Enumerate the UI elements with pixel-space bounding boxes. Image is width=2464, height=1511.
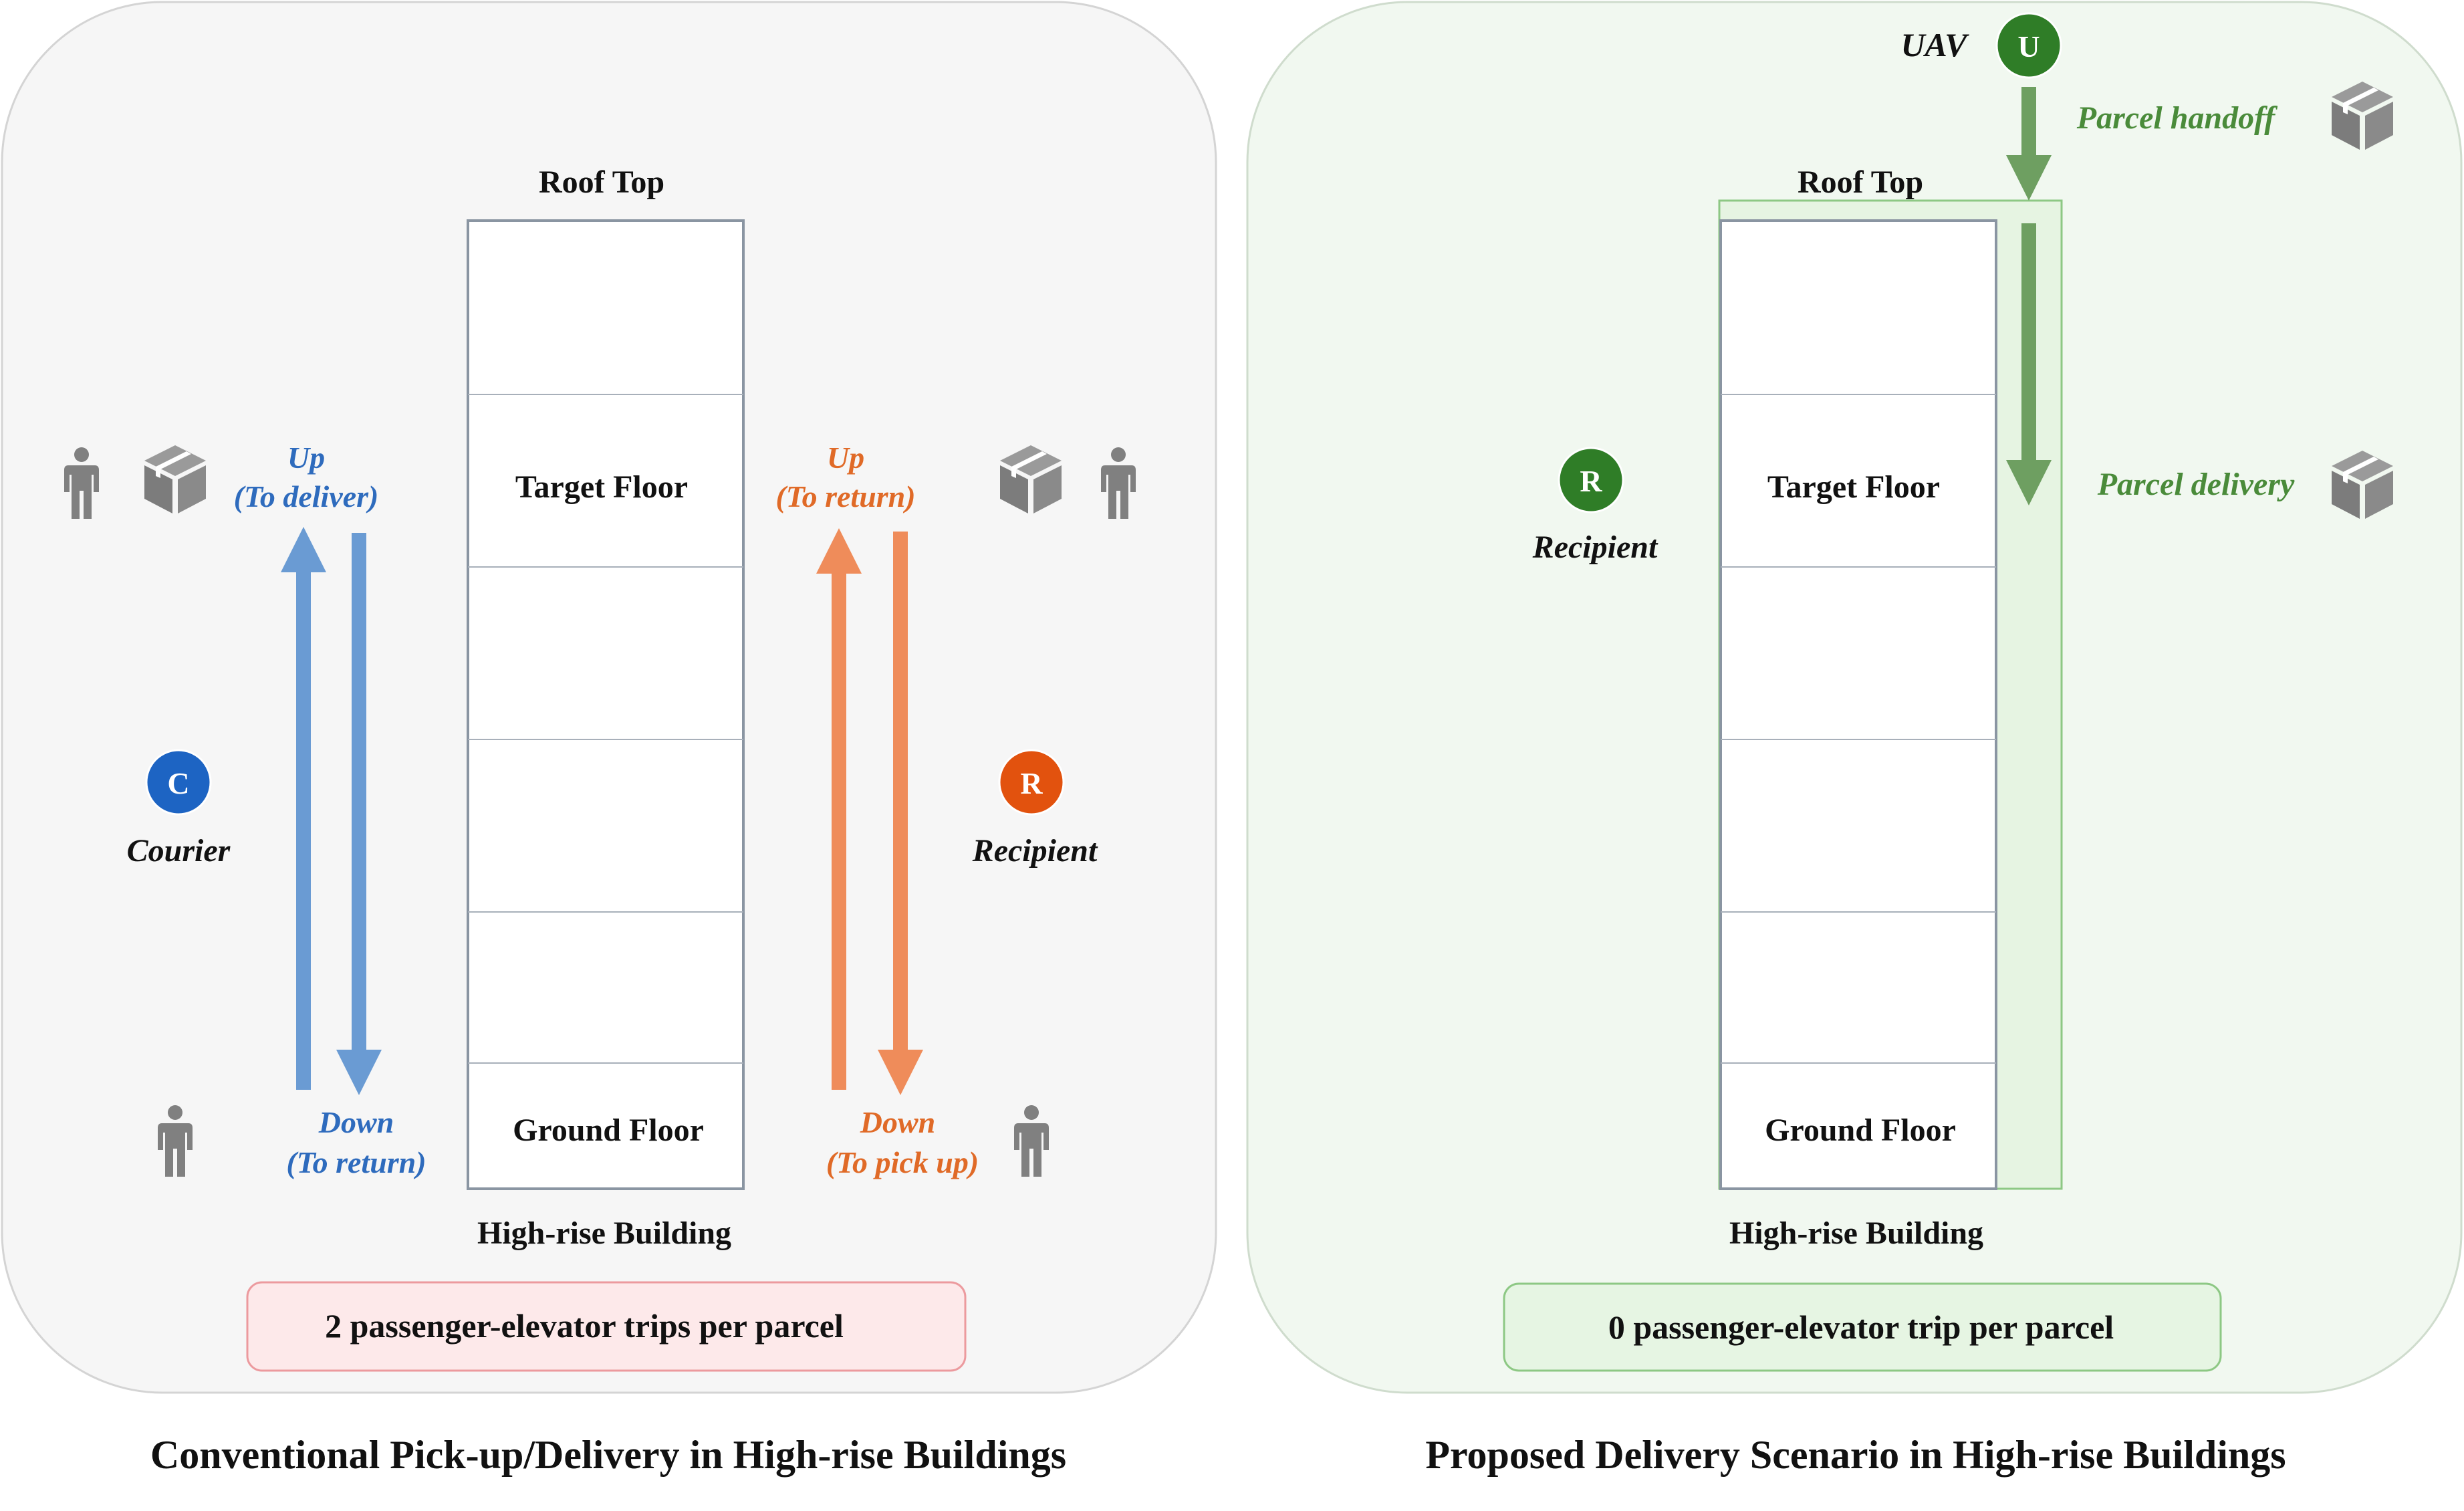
- recipient-badge-orange: R: [998, 749, 1065, 816]
- right-ground-floor-label: Ground Floor: [1765, 1113, 1956, 1148]
- left-building: Roof Top Target Floor Ground Floor High-…: [467, 164, 745, 1251]
- left-building-label: High-rise Building: [477, 1215, 731, 1251]
- recipient-badge-green: R: [1558, 447, 1624, 513]
- courier-elevator-arrows: Up (To deliver) Down (To return): [234, 441, 426, 1179]
- orange-up-sub-label: (To return): [775, 479, 915, 513]
- right-target-floor-label: Target Floor: [1767, 469, 1940, 505]
- delivery-arrow-shaft: [2021, 223, 2036, 464]
- left-target-floor-label: Target Floor: [515, 469, 688, 505]
- right-building-outline: [1719, 219, 1997, 1190]
- uav-label: UAV: [1900, 26, 1969, 64]
- orange-up-arrow-head: [816, 528, 862, 574]
- parcel-delivery-label: Parcel delivery: [2097, 467, 2295, 502]
- orange-up-label: Up: [827, 441, 864, 475]
- recipient-elevator-arrows: Up (To return) Down (To pick up): [775, 441, 979, 1179]
- left-summary-box: 2 passenger-elevator trips per parcel: [246, 1281, 967, 1372]
- left-summary-text: 2 passenger-elevator trips per parcel: [325, 1307, 844, 1345]
- right-recipient-label: Recipient: [1532, 530, 1658, 565]
- orange-down-label: Down: [860, 1105, 935, 1139]
- left-roof-label: Roof Top: [539, 164, 664, 200]
- blue-up-arrow-shaft: [296, 568, 311, 1090]
- parcel-handoff-label: Parcel handoff: [2076, 100, 2277, 136]
- blue-down-label: Down: [318, 1105, 394, 1139]
- orange-up-arrow-shaft: [832, 570, 846, 1090]
- conventional-scenario-panel: Roof Top Target Floor Ground Floor High-…: [1, 1, 1217, 1477]
- right-summary-box: 0 passenger-elevator trip per parcel: [1503, 1282, 2222, 1372]
- left-recipient-label: Recipient: [972, 833, 1098, 868]
- proposed-scenario-panel: Roof Top Target Floor Ground Floor High-…: [1246, 1, 2463, 1477]
- courier-badge-letter: C: [167, 766, 189, 800]
- orange-down-arrow-head: [878, 1050, 923, 1095]
- uav-badge: U: [1995, 12, 2062, 79]
- orange-down-sub-label: (To pick up): [826, 1145, 979, 1179]
- left-building-outline: [467, 219, 745, 1190]
- uav-delivery-arrows: [2006, 87, 2052, 505]
- right-building: Roof Top Target Floor Ground Floor High-…: [1719, 164, 1997, 1251]
- blue-up-label: Up: [287, 441, 325, 475]
- right-roof-label: Roof Top: [1798, 164, 1923, 200]
- recipient-badge-letter-green: R: [1580, 464, 1602, 498]
- right-building-label: High-rise Building: [1729, 1215, 1983, 1251]
- blue-down-sub-label: (To return): [286, 1145, 426, 1179]
- handoff-arrow-head: [2006, 155, 2052, 201]
- left-ground-floor-label: Ground Floor: [513, 1113, 704, 1148]
- blue-up-arrow-head: [281, 527, 326, 572]
- right-caption: Proposed Delivery Scenario in High-rise …: [1425, 1433, 2286, 1477]
- uav-badge-letter: U: [2017, 29, 2040, 64]
- delivery-arrow-head: [2006, 460, 2052, 505]
- right-summary-text: 0 passenger-elevator trip per parcel: [1608, 1308, 2114, 1346]
- orange-down-arrow-shaft: [893, 532, 908, 1054]
- recipient-badge-letter-orange: R: [1020, 766, 1043, 800]
- left-caption: Conventional Pick-up/Delivery in High-ri…: [150, 1433, 1066, 1477]
- blue-down-arrow-shaft: [352, 533, 366, 1054]
- courier-badge: C: [145, 749, 212, 816]
- handoff-arrow-shaft: [2021, 87, 2036, 158]
- blue-down-arrow-head: [336, 1050, 382, 1095]
- courier-label: Courier: [127, 833, 231, 868]
- blue-up-sub-label: (To deliver): [234, 479, 379, 513]
